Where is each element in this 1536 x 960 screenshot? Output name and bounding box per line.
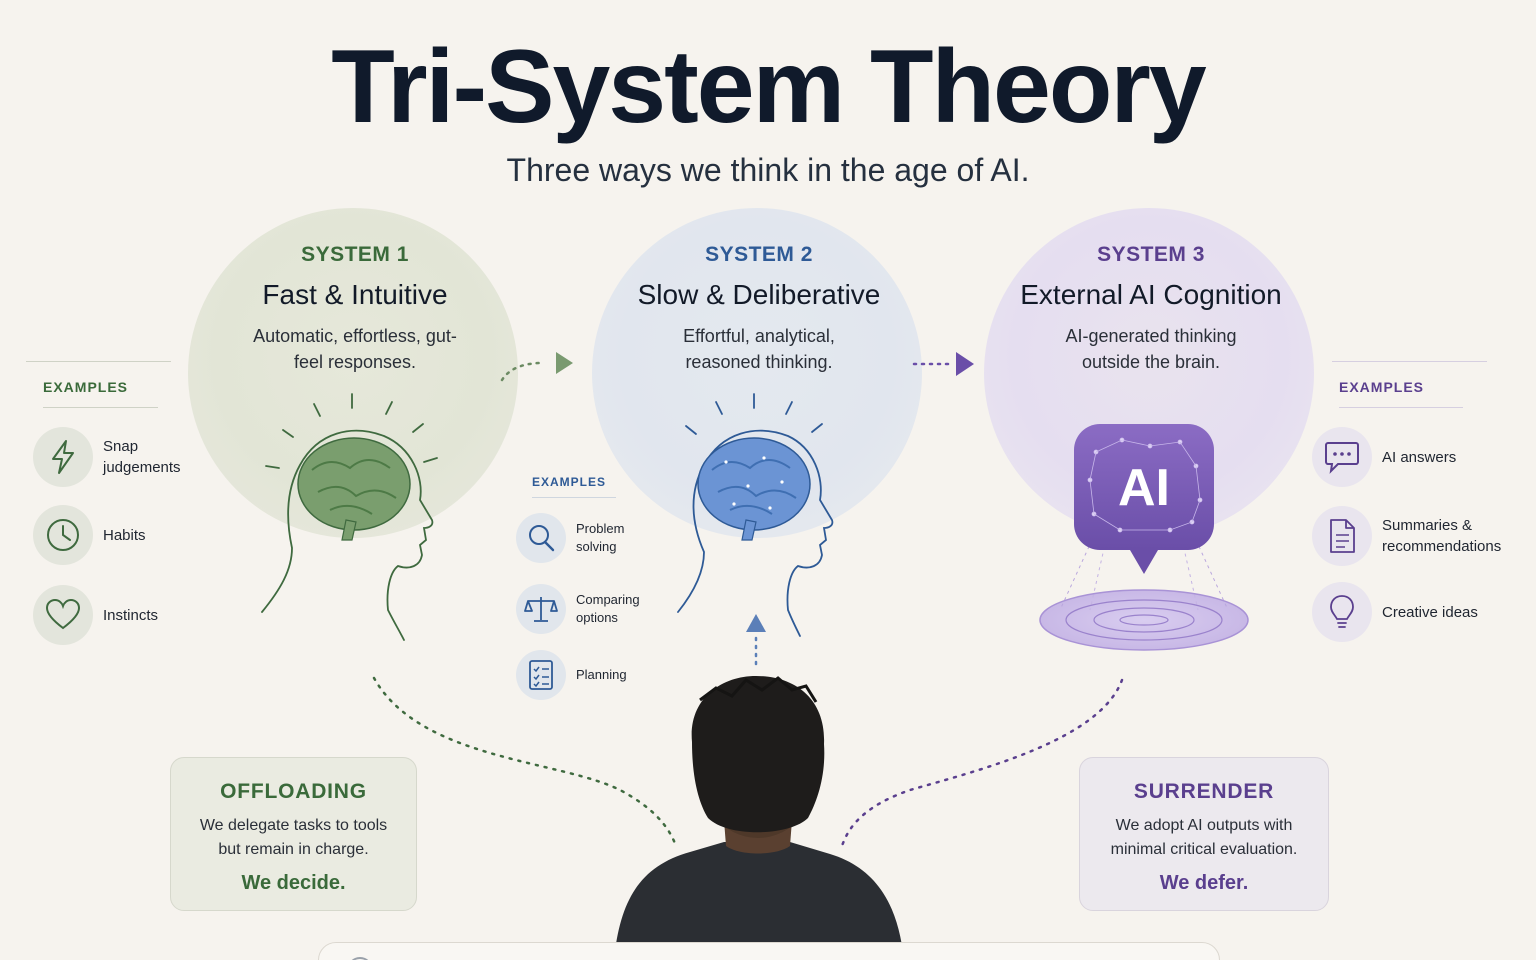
ai-badge-label: AI [1118, 459, 1170, 517]
arrow-person-to-system2 [746, 614, 766, 670]
clock-icon [33, 505, 93, 565]
lightbulb-icon [1312, 582, 1372, 642]
example-label: AI answers [1382, 448, 1457, 466]
example-ai-answers: AI answers [1312, 427, 1522, 487]
person-figure-icon [614, 676, 904, 960]
system1-block: SYSTEM 1 Fast & Intuitive Automatic, eff… [190, 243, 520, 375]
surrender-card: SURRENDER We adopt AI outputs with minim… [1079, 757, 1329, 911]
magnifier-icon [516, 513, 566, 563]
system2-label: SYSTEM 2 [705, 243, 813, 266]
arrow-system1-to-system2 [500, 352, 573, 382]
system2-description: Effortful, analytical, reasoned thinking… [683, 326, 835, 373]
example-problem-solving: Problem solving [516, 513, 666, 563]
examples-heading-system3: EXAMPLES [1339, 379, 1425, 395]
chat-bubble-icon [1312, 427, 1372, 487]
offloading-description: We delegate tasks to tools but remain in… [199, 817, 388, 858]
document-icon [1312, 506, 1372, 566]
ai-hologram-icon [1039, 424, 1249, 651]
system1-description: Automatic, effortless, gut-feel response… [253, 326, 457, 373]
examples-heading-system2: EXAMPLES [532, 475, 607, 489]
example-instincts: Instincts [33, 585, 203, 645]
example-label: Habits [103, 526, 146, 544]
system3-description: AI-generated thinking outside the brain. [1065, 326, 1237, 373]
bottom-panel [318, 942, 1220, 960]
heart-icon [33, 585, 93, 645]
page-title: Tri-System Theory [331, 29, 1206, 145]
examples-rule-system3 [1332, 361, 1487, 362]
example-label: Snap judgements [103, 438, 181, 476]
example-planning: Planning [516, 650, 666, 700]
system3-label: SYSTEM 3 [1097, 243, 1205, 266]
surrender-title: SURRENDER [1133, 780, 1275, 803]
example-label: Planning [576, 666, 627, 682]
examples-underline-system2 [532, 497, 616, 498]
arrow-system2-to-system3 [912, 352, 974, 376]
system1-name: Fast & Intuitive [262, 279, 448, 310]
system2-head-icon [677, 393, 834, 637]
lightning-icon [33, 427, 93, 487]
curve-system1-to-offloading [372, 676, 678, 848]
system2-block: SYSTEM 2 Slow & Deliberative Effortful, … [594, 243, 924, 375]
offloading-title: OFFLOADING [220, 780, 367, 803]
examples-rule-system1 [26, 361, 171, 362]
checklist-icon [516, 650, 566, 700]
system2-name: Slow & Deliberative [637, 279, 881, 310]
system3-block: SYSTEM 3 External AI Cognition AI-genera… [986, 243, 1316, 375]
example-creative-ideas: Creative ideas [1312, 582, 1522, 642]
surrender-description: We adopt AI outputs with minimal critica… [1110, 817, 1298, 858]
surrender-tagline: We defer. [1159, 872, 1249, 894]
examples-heading-system1: EXAMPLES [43, 379, 129, 395]
scale-icon [516, 584, 566, 634]
curve-system3-to-surrender [840, 678, 1124, 848]
system2-brain-icon [697, 437, 811, 541]
system1-brain-icon [297, 437, 411, 541]
example-habits: Habits [33, 505, 203, 565]
example-snap-judgements: Snap judgements [33, 427, 203, 487]
example-label: Comparing options [576, 591, 640, 625]
example-summaries-recommendations: Summaries & recommendations [1312, 506, 1522, 566]
system3-name: External AI Cognition [1020, 279, 1282, 310]
system1-label: SYSTEM 1 [301, 243, 409, 266]
page-subtitle: Three ways we think in the age of AI. [506, 152, 1030, 188]
example-comparing-options: Comparing options [516, 584, 666, 634]
offloading-tagline: We decide. [241, 872, 346, 894]
example-label: Instincts [103, 606, 159, 624]
offloading-card: OFFLOADING We delegate tasks to tools bu… [170, 757, 417, 911]
examples-underline-system3 [1339, 407, 1463, 408]
example-label: Summaries & recommendations [1382, 517, 1502, 555]
system1-head-icon [261, 393, 438, 641]
example-label: Problem solving [576, 520, 625, 554]
example-label: Creative ideas [1382, 603, 1478, 621]
examples-underline-system1 [43, 407, 158, 408]
